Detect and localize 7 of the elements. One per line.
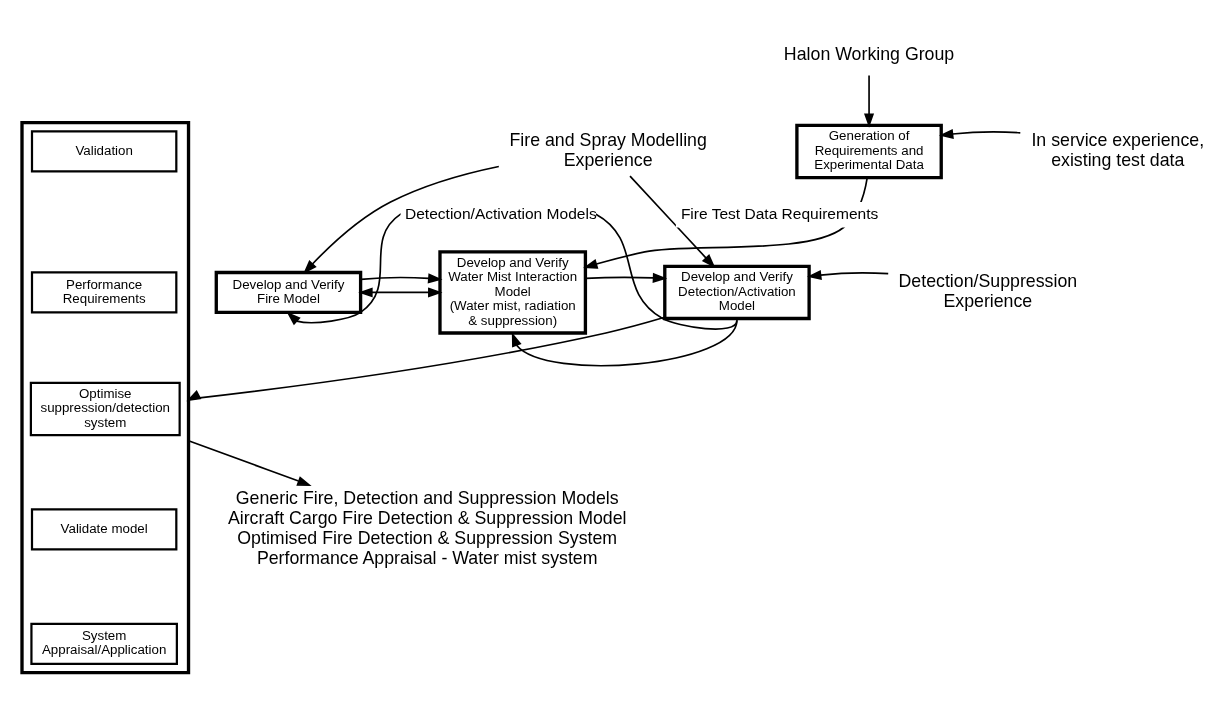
node-text: Halon Working Group — [783, 43, 955, 64]
node-text: Generic Fire, Detection and Suppression Models Aircraft Cargo Fire Detection & Suppression Model Optimised Fire Detection & Suppression System Performance Appraisal - Water mist system — [227, 487, 627, 568]
node-text: In service experience, existing test data — [1031, 129, 1205, 170]
node-text: Fire and Spray Modelling Experience — [509, 129, 707, 170]
node-text: Detection/Suppression Experience — [898, 270, 1078, 311]
edge-label: Fire Test Data Requirements — [680, 205, 879, 223]
edge-label: Detection/Activation Models — [405, 205, 597, 223]
